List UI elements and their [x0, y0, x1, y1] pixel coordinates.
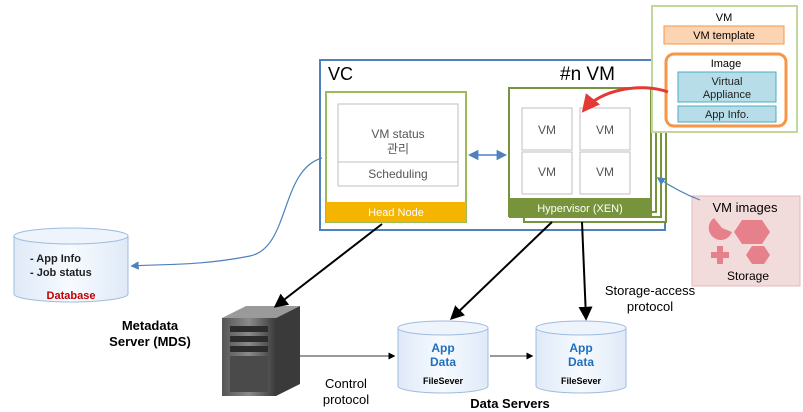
- hypervisor-to-fs2-arrow: [578, 221, 593, 321]
- storage-access-line2: protocol: [627, 299, 673, 314]
- vm-images-label: VM images: [712, 200, 778, 215]
- fileserver-1: App Data FileSever: [397, 320, 489, 394]
- vm-box-1: VM: [538, 123, 556, 137]
- database-cylinder: - App Info - Job status Database: [13, 227, 129, 303]
- vm-box-4: VM: [596, 165, 614, 179]
- db-app-info: - App Info: [30, 253, 81, 265]
- storage-to-hypervisor-arrow: [656, 177, 701, 201]
- storage-box: VM images Storage: [691, 195, 801, 287]
- head-node: VM status 관리 Scheduling Head Node: [325, 91, 467, 223]
- storage-access-line1: Storage-access: [605, 283, 696, 298]
- control-protocol-line2: protocol: [323, 392, 369, 407]
- vm-status-label: VM status: [371, 127, 424, 141]
- hexagon-shape-icon: [734, 220, 770, 244]
- db-job-status: - Job status: [30, 267, 92, 279]
- data-servers-label: Data Servers: [470, 396, 550, 411]
- vc-label: VC: [328, 64, 353, 84]
- fs2-label: FileSever: [561, 376, 602, 386]
- pacman-shape-icon: [708, 218, 732, 240]
- manage-label: 관리: [387, 142, 409, 156]
- virtual-appliance-line1: Virtual: [712, 76, 743, 88]
- control-protocol-line1: Control: [325, 376, 367, 391]
- head-node-label: Head Node: [368, 207, 424, 219]
- fs2-app: App: [569, 341, 592, 355]
- database-label: Database: [47, 290, 96, 302]
- headnode-to-mds-arrow: [273, 223, 383, 308]
- vm-detail-panel: VM VM template Image Virtual Appliance A…: [651, 5, 798, 133]
- vm-box-3: VM: [538, 165, 556, 179]
- scheduling-label: Scheduling: [368, 167, 427, 181]
- fileserver-2: App Data FileSever: [535, 320, 627, 394]
- octagon-shape-icon: [746, 246, 770, 264]
- fs1-label: FileSever: [423, 376, 464, 386]
- virtual-appliance-line2: Appliance: [703, 89, 751, 101]
- vm-group-label: #n VM: [560, 64, 615, 85]
- app-info-label: App Info.: [705, 109, 749, 121]
- fs1-data: Data: [430, 355, 456, 369]
- vm-box-2: VM: [596, 123, 614, 137]
- vm-detail-title: VM: [716, 12, 733, 24]
- hypervisor-to-fs1-arrow: [449, 221, 553, 320]
- mds-label-line2: Server (MDS): [109, 334, 191, 349]
- storage-label: Storage: [727, 269, 769, 283]
- image-label: Image: [711, 58, 742, 70]
- vm-template-label: VM template: [693, 30, 755, 42]
- fs1-app: App: [431, 341, 454, 355]
- mds-server-icon: [222, 306, 300, 396]
- headnode-to-db-arrow: [130, 157, 323, 270]
- image-deploy-arrow: [581, 86, 669, 113]
- cross-shape-icon: [711, 246, 729, 264]
- mds-label-line1: Metadata: [122, 318, 179, 333]
- hypervisor-label: Hypervisor (XEN): [537, 203, 623, 215]
- fs2-data: Data: [568, 355, 594, 369]
